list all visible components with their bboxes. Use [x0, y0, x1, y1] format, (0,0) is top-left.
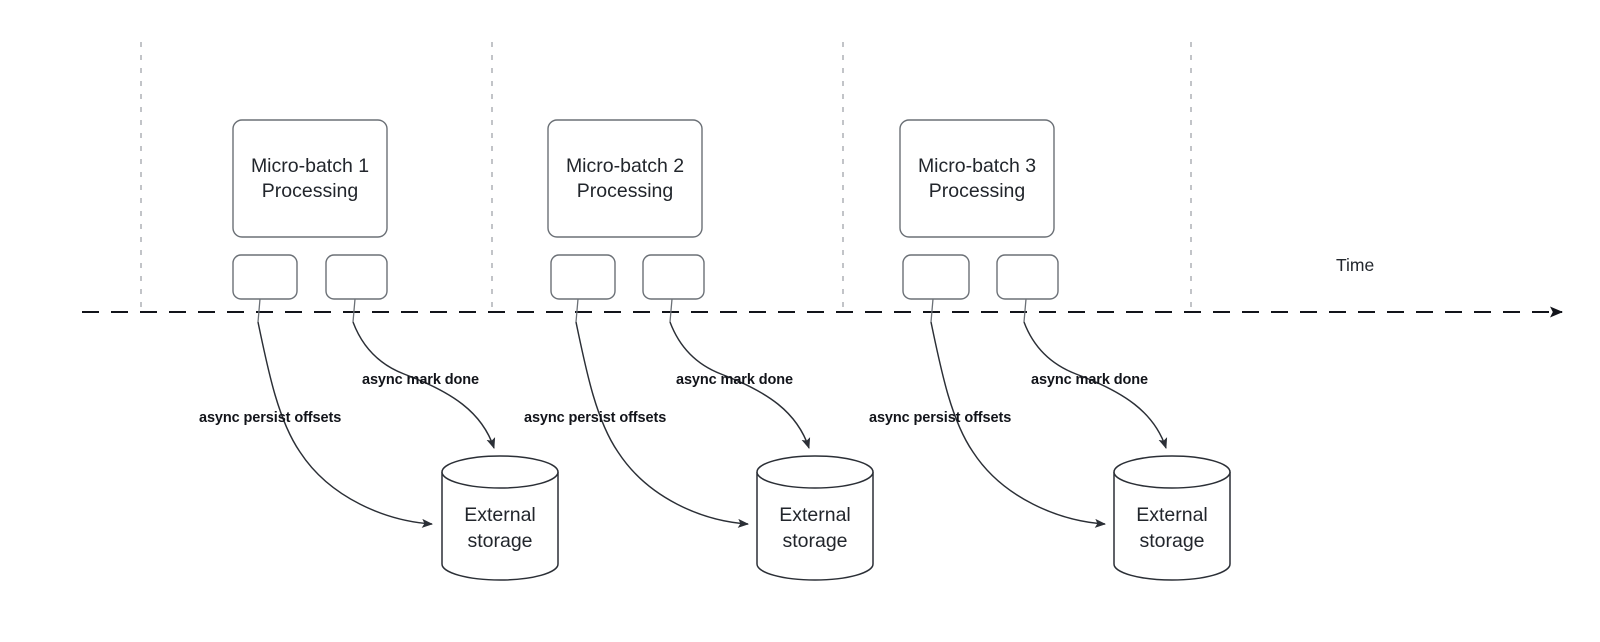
group-3-storage-cylinder-body[interactable] — [1113, 472, 1231, 581]
micro-batch-3-label: Micro-batch 3 Processing — [900, 120, 1054, 237]
group-2-shapes — [547, 119, 874, 581]
micro-batch-2-label: Micro-batch 2 Processing — [548, 120, 702, 237]
group-2-edge-mark-done[interactable] — [669, 321, 811, 449]
group-2-edge-persist-offsets[interactable] — [575, 321, 749, 528]
micro-batch-1-label-line1: Micro-batch 1 — [250, 154, 370, 177]
group-1-persist-offsets-label: async persist offsets — [199, 410, 342, 426]
group-3-storage-label-line1: External — [1136, 504, 1208, 526]
group-2-task-a-stem — [575, 298, 579, 323]
group-3-task-b-stem — [1023, 298, 1027, 323]
group-1-storage-label: External storage — [442, 492, 558, 564]
group-1-shapes — [232, 119, 559, 581]
group-1-storage-cylinder-body[interactable] — [441, 472, 559, 581]
group-1-mark-done-label: async mark done — [362, 372, 479, 388]
group-1-task-b-stem — [352, 298, 356, 323]
group-2-storage-cylinder-top — [756, 455, 874, 489]
group-3-task-a-stem — [930, 298, 934, 323]
group-1-edge-persist-offsets[interactable] — [257, 321, 433, 528]
group-1-task-a-stem — [257, 298, 261, 323]
micro-batch-2-box[interactable] — [547, 119, 703, 238]
separator-dashed-lines — [140, 42, 1192, 313]
micro-batch-1-box[interactable] — [232, 119, 388, 238]
micro-batch-2-label-line2: Processing — [576, 179, 674, 202]
group-2-task-b-stem — [669, 298, 673, 323]
group-3-edge-persist-offsets[interactable] — [930, 321, 1106, 528]
group-3-edge-mark-done[interactable] — [1023, 321, 1168, 449]
group-2-task-box-b[interactable] — [642, 254, 705, 300]
group-2-task-box-a[interactable] — [550, 254, 616, 300]
group-3-mark-done-label: async mark done — [1031, 372, 1148, 388]
group-2-storage-label-line2: storage — [782, 530, 848, 552]
group-1-storage-label-line2: storage — [467, 530, 533, 552]
group-1-task-box-a[interactable] — [232, 254, 298, 300]
group-1-edge-mark-done[interactable] — [352, 321, 496, 449]
micro-batch-3-box[interactable] — [899, 119, 1055, 238]
group-3-storage-label-line2: storage — [1139, 530, 1205, 552]
time-axis-label: Time — [1336, 255, 1375, 275]
group-3-shapes — [899, 119, 1231, 581]
group-2-storage-label: External storage — [757, 492, 873, 564]
group-3-task-box-b[interactable] — [996, 254, 1059, 300]
group-3-task-box-a[interactable] — [902, 254, 970, 300]
micro-batch-1-label: Micro-batch 1 Processing — [233, 120, 387, 237]
group-3-storage-cylinder-top — [1113, 455, 1231, 489]
group-2-mark-done-label: async mark done — [676, 372, 793, 388]
group-2-storage-label-line1: External — [779, 504, 851, 526]
group-2-storage-cylinder-body[interactable] — [756, 472, 874, 581]
micro-batch-3-label-line1: Micro-batch 3 — [917, 154, 1037, 177]
group-3-storage-label: External storage — [1114, 492, 1230, 564]
group-1-storage-label-line1: External — [464, 504, 536, 526]
micro-batch-2-label-line1: Micro-batch 2 — [565, 154, 685, 177]
micro-batch-3-label-line2: Processing — [928, 179, 1026, 202]
group-1-storage-cylinder-top — [441, 455, 559, 489]
micro-batch-1-label-line2: Processing — [261, 179, 359, 202]
group-2-persist-offsets-label: async persist offsets — [524, 410, 667, 426]
group-1-task-box-b[interactable] — [325, 254, 388, 300]
group-3-persist-offsets-label: async persist offsets — [869, 410, 1012, 426]
